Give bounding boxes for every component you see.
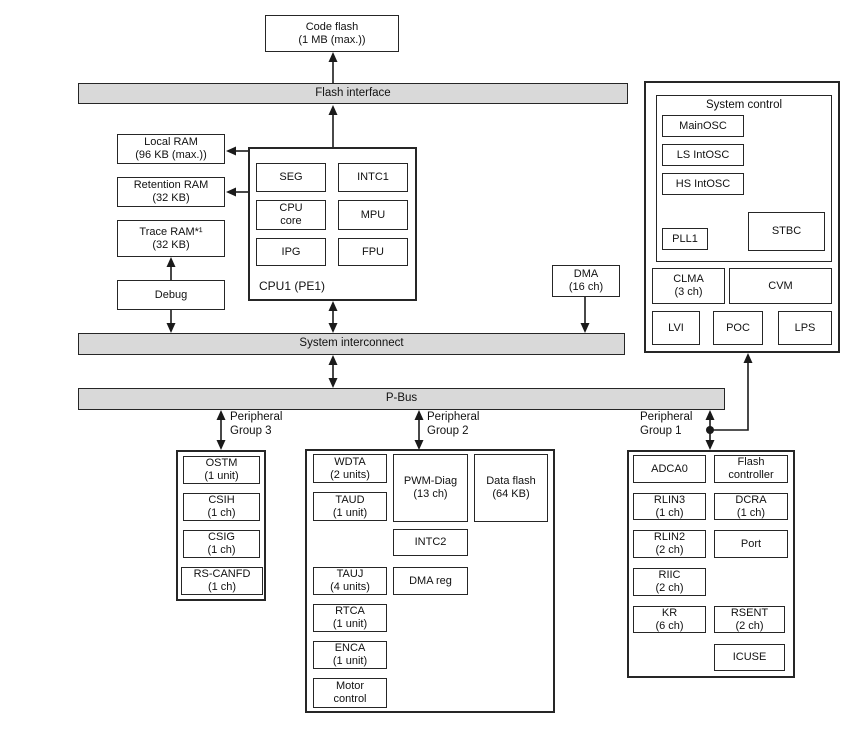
lps-block: LPS [778, 311, 832, 345]
peripheral-group2-label: Peripheral Group 2 [427, 411, 480, 437]
ls-intosc-block: LS IntOSC [662, 144, 744, 166]
hs-intosc-block: HS IntOSC [662, 173, 744, 195]
intc1-block: INTC1 [338, 163, 408, 192]
flash-controller-block: Flash controller [714, 455, 788, 483]
cpu1-label: CPU1 (PE1) [259, 279, 326, 293]
seg-block: SEG [256, 163, 326, 192]
motor-control-block: Motor control [313, 678, 387, 708]
rs-canfd-block: RS-CANFD (1 ch) [181, 567, 263, 595]
rsent-block: RSENT (2 ch) [714, 606, 785, 633]
arrow-pbus-group1 [705, 410, 715, 450]
arrow-cpu-to-retention-ram [226, 187, 248, 197]
arrow-debug-to-trace-ram [166, 257, 176, 280]
rlin2-block: RLIN2 (2 ch) [633, 530, 706, 558]
adca0-block: ADCA0 [633, 455, 706, 483]
system-control-title: System control [705, 99, 783, 111]
dcra-block: DCRA (1 ch) [714, 493, 788, 520]
arrow-dma-to-interconnect [580, 297, 590, 333]
port-block: Port [714, 530, 788, 558]
arrow-cpu-to-local-ram [226, 146, 248, 156]
system-interconnect-bus: System interconnect [78, 333, 625, 355]
arrow-pbus-group2 [414, 410, 424, 450]
arrow-flashif-to-codeflash [328, 52, 338, 83]
flash-interface-bus: Flash interface [78, 83, 628, 104]
arrow-interconnect-pbus [328, 355, 338, 388]
tauj-block: TAUJ (4 units) [313, 567, 387, 595]
cvm-block: CVM [729, 268, 832, 304]
kr-block: KR (6 ch) [633, 606, 706, 633]
rtca-block: RTCA (1 unit) [313, 604, 387, 632]
peripheral-group1-frame [627, 450, 795, 678]
fpu-block: FPU [338, 238, 408, 266]
pll1-block: PLL1 [662, 228, 708, 250]
dma-reg-block: DMA reg [393, 567, 468, 595]
arrow-cpu-to-flashif [328, 105, 338, 147]
peripheral-group1-label: Peripheral Group 1 [640, 411, 693, 437]
ipg-block: IPG [256, 238, 326, 266]
wdta-block: WDTA (2 units) [313, 454, 387, 483]
code-flash-block: Code flash (1 MB (max.)) [265, 15, 399, 52]
cpu-core-block: CPU core [256, 200, 326, 230]
arrow-debug-to-interconnect [166, 310, 176, 333]
clma-block: CLMA (3 ch) [652, 268, 725, 304]
data-flash-block: Data flash (64 KB) [474, 454, 548, 522]
enca-block: ENCA (1 unit) [313, 641, 387, 669]
riic-block: RIIC (2 ch) [633, 568, 706, 596]
retention-ram-block: Retention RAM (32 KB) [117, 177, 225, 207]
icuse-block: ICUSE [714, 644, 785, 671]
mpu-block: MPU [338, 200, 408, 230]
debug-block: Debug [117, 280, 225, 310]
csig-block: CSIG (1 ch) [183, 530, 260, 558]
peripheral-group3-label: Peripheral Group 3 [230, 411, 283, 437]
p-bus: P-Bus [78, 388, 725, 410]
taud-block: TAUD (1 unit) [313, 492, 387, 521]
trace-ram-block: Trace RAM*¹ (32 KB) [117, 220, 225, 257]
ostm-block: OSTM (1 unit) [183, 456, 260, 484]
csih-block: CSIH (1 ch) [183, 493, 260, 521]
arrow-cpu-interconnect [328, 301, 338, 333]
local-ram-block: Local RAM (96 KB (max.)) [117, 134, 225, 164]
intc2-block: INTC2 [393, 529, 468, 556]
lvi-block: LVI [652, 311, 700, 345]
dma-block: DMA (16 ch) [552, 265, 620, 297]
pwm-diag-block: PWM-Diag (13 ch) [393, 454, 468, 522]
poc-block: POC [713, 311, 763, 345]
stbc-block: STBC [748, 212, 825, 251]
rlin3-block: RLIN3 (1 ch) [633, 493, 706, 520]
mainosc-block: MainOSC [662, 115, 744, 137]
arrow-pbus-group3 [216, 410, 226, 450]
